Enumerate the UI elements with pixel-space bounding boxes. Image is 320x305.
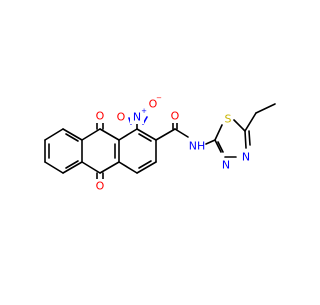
bond-right-ring-inner-1 — [138, 133, 152, 142]
nitro-oxygen-charge: − — [156, 94, 162, 102]
bond-ethyl-2 — [255, 103, 276, 114]
bond-left-ring-inner-2 — [65, 160, 79, 169]
atom-nitro-oxygen-right: O — [149, 98, 158, 111]
bond-center-4 — [99, 161, 120, 174]
bond-nh-thiadiazole — [205, 139, 216, 145]
bond-thiadiazole-double-1 — [248, 130, 251, 146]
bond-right-ring-2 — [136, 128, 157, 141]
atom-oxygen-top: O — [96, 110, 105, 123]
nitro-nitrogen-charge: + — [141, 107, 147, 115]
atom-nitro-nitrogen: N — [133, 111, 141, 124]
bond-left-ring-5 — [44, 161, 64, 174]
bond-ring-to-amide — [155, 128, 176, 141]
bond-left-ring-inner-1 — [65, 133, 79, 142]
bond-layer — [44, 103, 276, 182]
bond-center-1 — [81, 128, 101, 141]
bond-center-5 — [81, 161, 101, 174]
bond-left-ring-2 — [62, 128, 83, 141]
atom-nitro-oxygen-left: O — [117, 111, 126, 124]
bond-ethyl-1 — [244, 112, 257, 132]
bond-right-ring-5 — [118, 161, 138, 174]
molecule-canvas: O O N + O O − O NH S N N — [44, 94, 276, 193]
bond-thiadiazole-s-c5 — [233, 119, 246, 132]
atom-thiadiazole-nitrogen-lower: N — [222, 159, 230, 172]
bond-left-ring-1 — [44, 128, 64, 141]
atom-amide-nh: NH — [189, 140, 206, 153]
bond-right-ring-1 — [118, 128, 138, 141]
atom-amide-oxygen: O — [171, 110, 180, 123]
bond-right-ring-4 — [136, 161, 157, 174]
atom-thiadiazole-nitrogen-upper: N — [242, 151, 250, 164]
bond-thiadiazole-s-c2 — [214, 124, 223, 141]
bond-thiadiazole-double-2 — [217, 141, 224, 153]
molecule-structure: O O N + O O − O NH S N N — [44, 94, 276, 193]
atom-thiadiazole-sulfur: S — [225, 113, 232, 126]
bond-left-ring-4 — [62, 161, 83, 174]
bond-thiadiazole-n3-c2 — [214, 139, 222, 153]
bond-right-ring-inner-2 — [138, 160, 152, 169]
bond-thiadiazole-c5-n4 — [244, 130, 247, 149]
bond-amide-cn — [174, 128, 189, 138]
atom-oxygen-bottom: O — [96, 180, 105, 193]
bond-center-2 — [99, 128, 120, 141]
atom-label-layer: O O N + O O − O NH S N N — [92, 94, 250, 193]
